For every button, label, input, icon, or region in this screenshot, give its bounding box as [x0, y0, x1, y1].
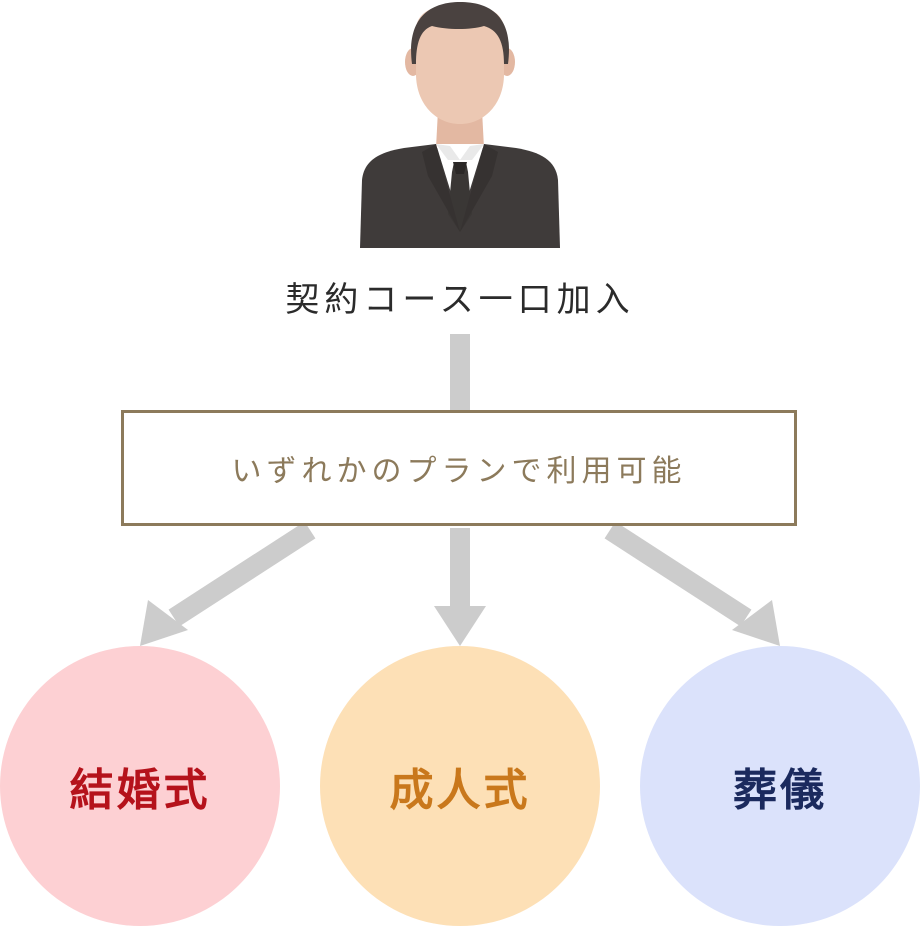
arrow-center-shaft — [450, 528, 470, 610]
option-funeral-label: 葬儀 — [733, 765, 827, 816]
arrow-right-head — [732, 600, 780, 646]
arrow-right-shaft — [604, 521, 752, 627]
option-coming-of-age-label: 成人式 — [389, 765, 531, 816]
businessman-icon — [358, 0, 562, 250]
option-wedding-circle: 結婚式 — [0, 646, 280, 926]
option-coming-of-age-circle: 成人式 — [320, 646, 600, 926]
option-funeral-circle: 葬儀 — [640, 646, 920, 926]
arrow-left-head — [140, 600, 188, 646]
stem-connector — [450, 334, 470, 412]
arrow-center-head — [434, 606, 486, 646]
arrow-left-shaft — [168, 521, 316, 627]
plan-availability-text: いずれかのプランで利用可能 — [231, 454, 687, 489]
course-title: 契約コース一口加入 — [285, 280, 635, 320]
plan-availability-box: いずれかのプランで利用可能 — [121, 410, 797, 526]
option-wedding-label: 結婚式 — [69, 765, 211, 816]
